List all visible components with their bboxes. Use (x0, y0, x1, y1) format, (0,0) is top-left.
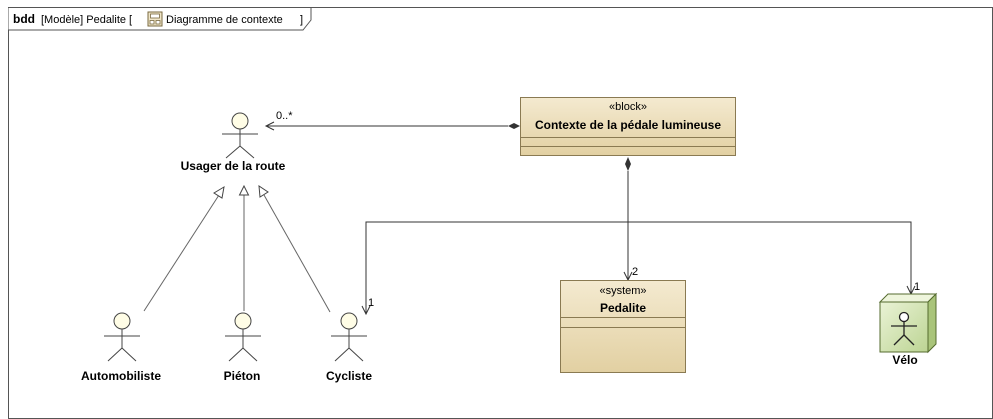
multiplicity-velo: 1 (914, 281, 920, 293)
association-contexte-usager (264, 121, 520, 131)
generalization-pieton (238, 184, 250, 311)
frame-tab: bdd [Modèle] Pedalite [ Diagramme de con… (8, 7, 312, 31)
block-pedalite-stereotype: «system» (599, 285, 646, 297)
frame-close: ] (300, 14, 303, 26)
association-contexte-pedalite (623, 157, 633, 282)
actor-cycliste-label: Cycliste (326, 369, 372, 383)
actor-automobiliste-label: Automobiliste (81, 369, 161, 383)
actor-usager[interactable]: Usager de la route (181, 112, 286, 173)
actor-pieton-label: Piéton (224, 369, 261, 383)
actor-usager-label: Usager de la route (181, 159, 286, 173)
actor-icon (222, 112, 258, 159)
generalization-cycliste (258, 185, 331, 313)
actor-icon (104, 312, 140, 362)
block-velo[interactable]: Vélo (878, 292, 938, 367)
block-pedalite-name: Pedalite (600, 301, 646, 315)
generalization-automobiliste (143, 186, 225, 312)
diagram-frame (8, 7, 993, 419)
multiplicity-pedalite: 2 (632, 266, 638, 278)
block-contexte[interactable]: «block» Contexte de la pédale lumineuse (520, 97, 736, 156)
actor-pieton[interactable]: Piéton (224, 312, 261, 383)
actor-icon (331, 312, 367, 362)
block-contexte-name: Contexte de la pédale lumineuse (535, 118, 721, 132)
actor-automobiliste[interactable]: Automobiliste (81, 312, 161, 383)
multiplicity-usager: 0..* (276, 110, 293, 122)
block-velo-name: Vélo (892, 353, 917, 367)
frame-kind: bdd (13, 12, 35, 26)
frame-label: [Modèle] Pedalite [ (41, 14, 132, 26)
block-pedalite[interactable]: «system» Pedalite (560, 280, 686, 373)
actor-icon (225, 312, 261, 362)
velo-cube-icon (878, 292, 938, 354)
block-contexte-stereotype: «block» (609, 101, 647, 113)
multiplicity-cycliste: 1 (368, 297, 374, 309)
diagram-icon (147, 11, 163, 27)
diagram-name: Diagramme de contexte (166, 14, 283, 26)
actor-cycliste[interactable]: Cycliste (326, 312, 372, 383)
